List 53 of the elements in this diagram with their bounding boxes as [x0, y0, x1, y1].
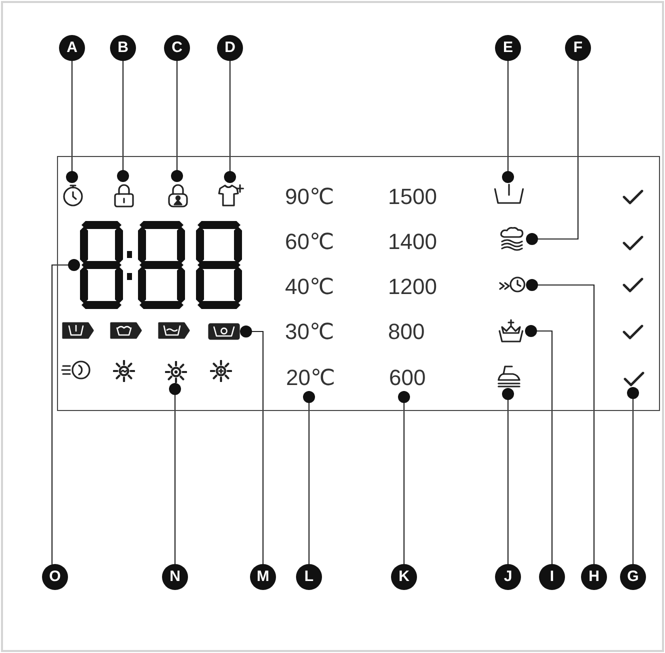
- leader-line: [502, 61, 514, 183]
- leader-line: [66, 61, 78, 183]
- callout-letter: D: [217, 35, 243, 61]
- leader-line: [525, 325, 553, 564]
- stopwatch-icon: [61, 183, 85, 207]
- spin-speed-value: 800: [388, 319, 425, 345]
- temperature-value: 30℃: [285, 319, 334, 345]
- leader-line: [169, 383, 181, 564]
- callout-letter: J: [495, 564, 521, 590]
- temperature-value: 60℃: [285, 229, 334, 255]
- leader-line: [627, 387, 639, 564]
- cloud-waves-icon: [498, 226, 526, 252]
- callout-letter: O: [42, 564, 68, 590]
- crown-tub-icon: [497, 319, 525, 343]
- tub-icon: [493, 183, 525, 205]
- callout-letter: E: [495, 35, 521, 61]
- callout-letter: L: [296, 564, 322, 590]
- callout-letter: A: [59, 35, 85, 61]
- segment-display: [80, 221, 242, 309]
- temperature-value: 90℃: [285, 184, 334, 210]
- tick-icon: [623, 371, 645, 387]
- leader-line: [51, 259, 80, 564]
- spin-speed-value: 1500: [388, 184, 437, 210]
- callout-letter: K: [391, 564, 417, 590]
- leader-line: [303, 391, 315, 564]
- callout-letter: I: [539, 564, 565, 590]
- leader-line: [502, 388, 514, 564]
- callout-letter: B: [110, 35, 136, 61]
- leader-line: [526, 279, 595, 564]
- display-panel: [57, 156, 660, 411]
- spin-speed-value: 600: [389, 365, 426, 391]
- leader-line: [117, 61, 129, 182]
- sun-icon: [165, 361, 187, 383]
- tub-tab-icon: [208, 323, 240, 340]
- iron-icon: [495, 364, 523, 388]
- leader-line: [398, 391, 410, 564]
- spin-speed-value: 1200: [388, 274, 437, 300]
- callout-letter: G: [620, 564, 646, 590]
- callout-letter: N: [162, 564, 188, 590]
- leader-line: [224, 61, 236, 183]
- callout-letter: M: [250, 564, 276, 590]
- callout-letter: C: [164, 35, 190, 61]
- callout-letter: H: [581, 564, 607, 590]
- shirt-plus-icon: [218, 183, 244, 207]
- leader-line: [171, 61, 183, 182]
- padlock-figure-icon: [167, 182, 189, 208]
- leader-line: [526, 61, 579, 245]
- callout-letter: F: [565, 35, 591, 61]
- padlock-icon: [113, 182, 135, 208]
- temperature-value: 20℃: [286, 365, 336, 391]
- spin-speed-value: 1400: [388, 229, 437, 255]
- leader-line: [240, 326, 264, 564]
- temperature-value: 40℃: [285, 274, 334, 300]
